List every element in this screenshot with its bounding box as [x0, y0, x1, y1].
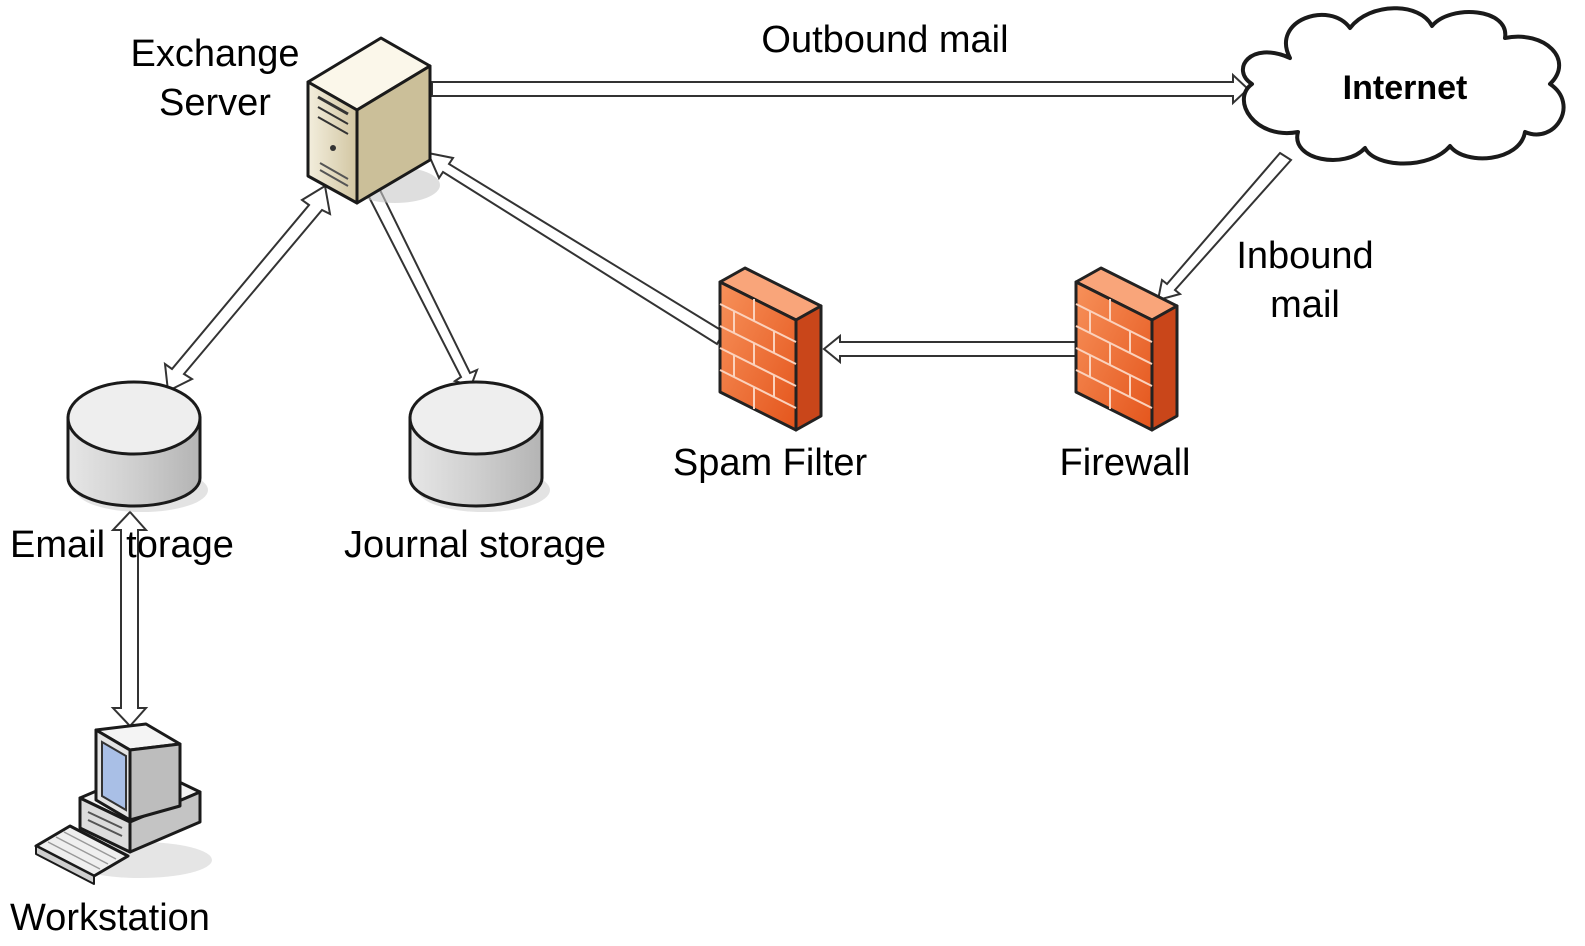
internet-label: Internet — [1343, 69, 1468, 107]
edge-email-storage-workstation — [110, 510, 149, 728]
database-icon[interactable] — [66, 380, 208, 512]
inbound-mail-label-line1: Inbound — [1236, 235, 1373, 277]
spam-filter-label: Spam Filter — [673, 442, 868, 484]
server-icon[interactable] — [306, 36, 440, 205]
edge-outbound-mail — [431, 72, 1250, 106]
cloud-icon[interactable] — [1240, 6, 1566, 166]
database-icon[interactable] — [408, 380, 550, 512]
brick-wall-icon[interactable] — [718, 266, 823, 432]
email-storage-label: Email torage — [10, 524, 234, 566]
journal-storage-label: Journal storage — [344, 524, 606, 566]
inbound-mail-label-line2: mail — [1270, 284, 1340, 326]
desktop-computer-icon[interactable] — [34, 722, 212, 885]
edge-spam-filter-to-exchange — [426, 151, 726, 346]
edge-exchange-email-storage — [163, 184, 332, 393]
firewall-label: Firewall — [1060, 442, 1191, 484]
edge-internet-to-firewall — [1156, 151, 1293, 302]
workstation-label: Workstation — [10, 897, 210, 939]
brick-wall-icon[interactable] — [1074, 266, 1179, 432]
exchange-server-label-line2: Server — [159, 82, 271, 124]
edge-exchange-journal-storage — [366, 188, 479, 388]
exchange-server-label-line1: Exchange — [130, 33, 299, 75]
outbound-mail-label: Outbound mail — [761, 19, 1008, 61]
edge-firewall-to-spam-filter — [822, 333, 1077, 365]
